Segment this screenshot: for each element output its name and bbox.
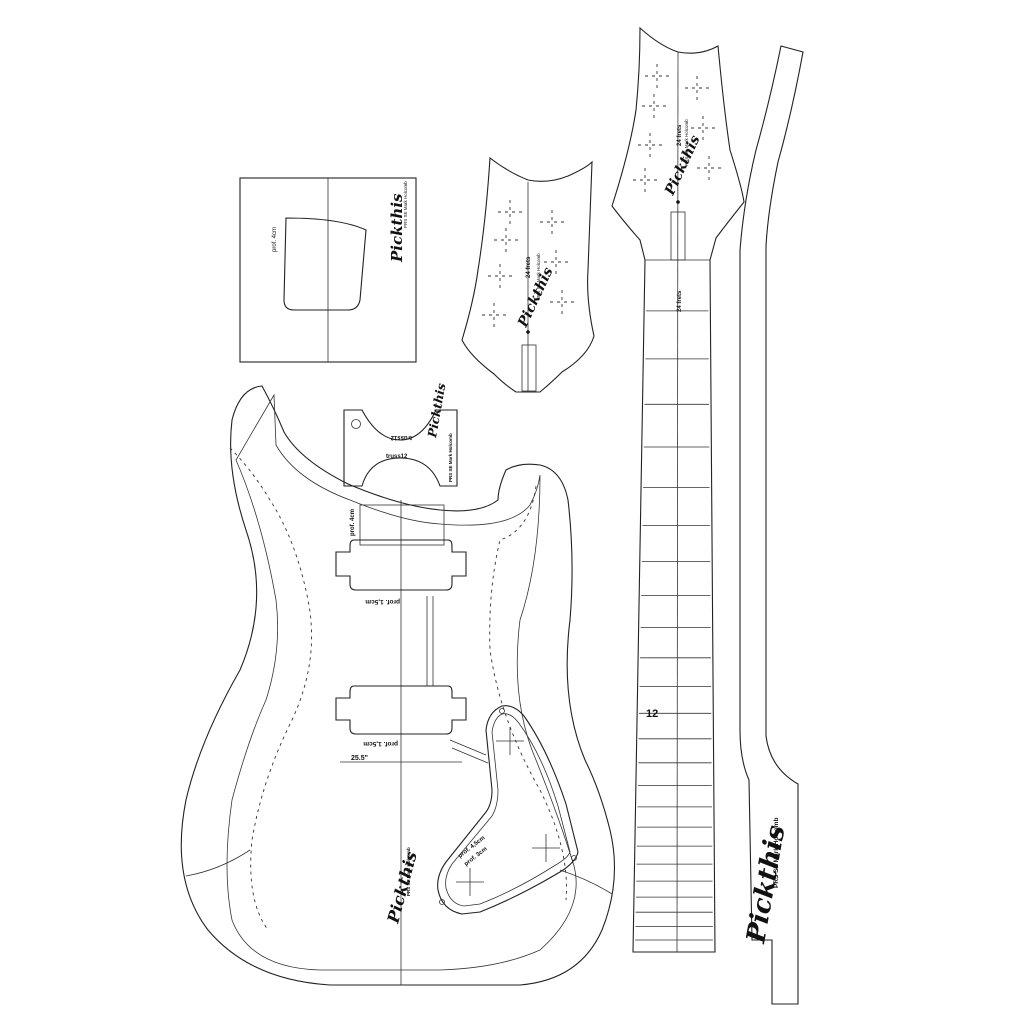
neck-template: Pickthis PRS SE Mark Holcomb 24 frets 24… [611, 26, 745, 953]
body-bridge-pickup-cavity [335, 685, 467, 735]
pickguard-cavity [283, 217, 367, 311]
neck-profile-template: Pickthis PRS SE Mark Holcomb [739, 45, 804, 1005]
truss-template-label-flipped: truss12 [390, 434, 412, 440]
small-headstock-point [526, 330, 530, 334]
small-headstock-brand-credit: PRS SE Mark Holcomb [536, 253, 541, 300]
body-bridge-pickup-depth: prof. 1,5cm [363, 740, 398, 747]
body-control-knob-marks [456, 727, 560, 896]
truss-template-brand-logo: Pickthis [425, 382, 449, 440]
truss-template-hole [351, 419, 361, 429]
body-control-channel-b [451, 747, 489, 764]
pickguard-depth-label: prof. 4cm [272, 227, 278, 252]
body-control-screw-hole-3 [499, 708, 505, 714]
neck-outline [611, 26, 745, 953]
truss-template-outline [343, 409, 458, 487]
neck-headstock-frets-label: 24 frets [677, 124, 683, 146]
body-carve-dots-right [489, 485, 567, 901]
body-neck-pocket [359, 504, 445, 546]
small-headstock-outline [461, 156, 595, 393]
neck-profile-brand-logo: Pickthis [741, 823, 791, 946]
truss-template-brand-credit: PRS SE Mark Holcomb [448, 433, 453, 482]
body-neck-pocket-depth: prof. 4cm [350, 509, 356, 536]
pickguard-brand-credit: PRS SE Mark Holcomb [403, 181, 408, 228]
body-control-cavity-inner [445, 713, 571, 907]
body-carve-line [226, 393, 577, 971]
body-strap-line-right [559, 869, 613, 895]
body-carve-dots-left [229, 447, 313, 931]
body-brand-logo: Pickthis [383, 850, 421, 926]
small-headstock-frets-label: 24 frets [526, 256, 532, 278]
neck-brand-credit: PRS SE Mark Holcomb [684, 119, 689, 166]
body-control-screw-hole-2 [439, 899, 445, 905]
body-template: prof. 4cm prof. 1,5cm prof. 1,5cm 25.5" … [180, 385, 616, 986]
body-control-channel-a [449, 739, 487, 756]
pickguard-template: prof. 4cm Pickthis PRS SE Mark Holcomb [239, 177, 417, 363]
truss-template: truss12 truss12 Pickthis PRS SE Mark Hol… [343, 382, 458, 487]
neck-truss-slot [670, 211, 686, 261]
small-headstock-truss-slot [521, 344, 537, 392]
body-brand-credit: PRS SE Mark Holcomb [406, 847, 411, 896]
neck-frets [635, 310, 713, 941]
neck-point [676, 200, 680, 204]
body-neck-pickup-cavity [335, 539, 467, 591]
body-control-cavity-outer [437, 705, 579, 915]
body-control-screw-hole-1 [571, 855, 577, 861]
body-neck-pickup-depth: prof. 1,5cm [365, 598, 400, 605]
neck-profile-outline [739, 45, 804, 1005]
truss-template-label: truss12 [386, 454, 408, 460]
body-outline [180, 385, 616, 986]
small-headstock-template: Pickthis PRS SE Mark Holcomb 24 frets [461, 156, 595, 393]
neck-profile-brand-credit: PRS SE Mark Holcomb [773, 818, 780, 888]
pickguard-brand-logo: Pickthis [388, 193, 406, 263]
body-scale-label: 25.5" [351, 755, 368, 762]
body-strap-line-left [185, 849, 251, 877]
neck-frets-label: 24 frets [677, 290, 683, 312]
neck-fret12-label: 12 [646, 708, 658, 720]
